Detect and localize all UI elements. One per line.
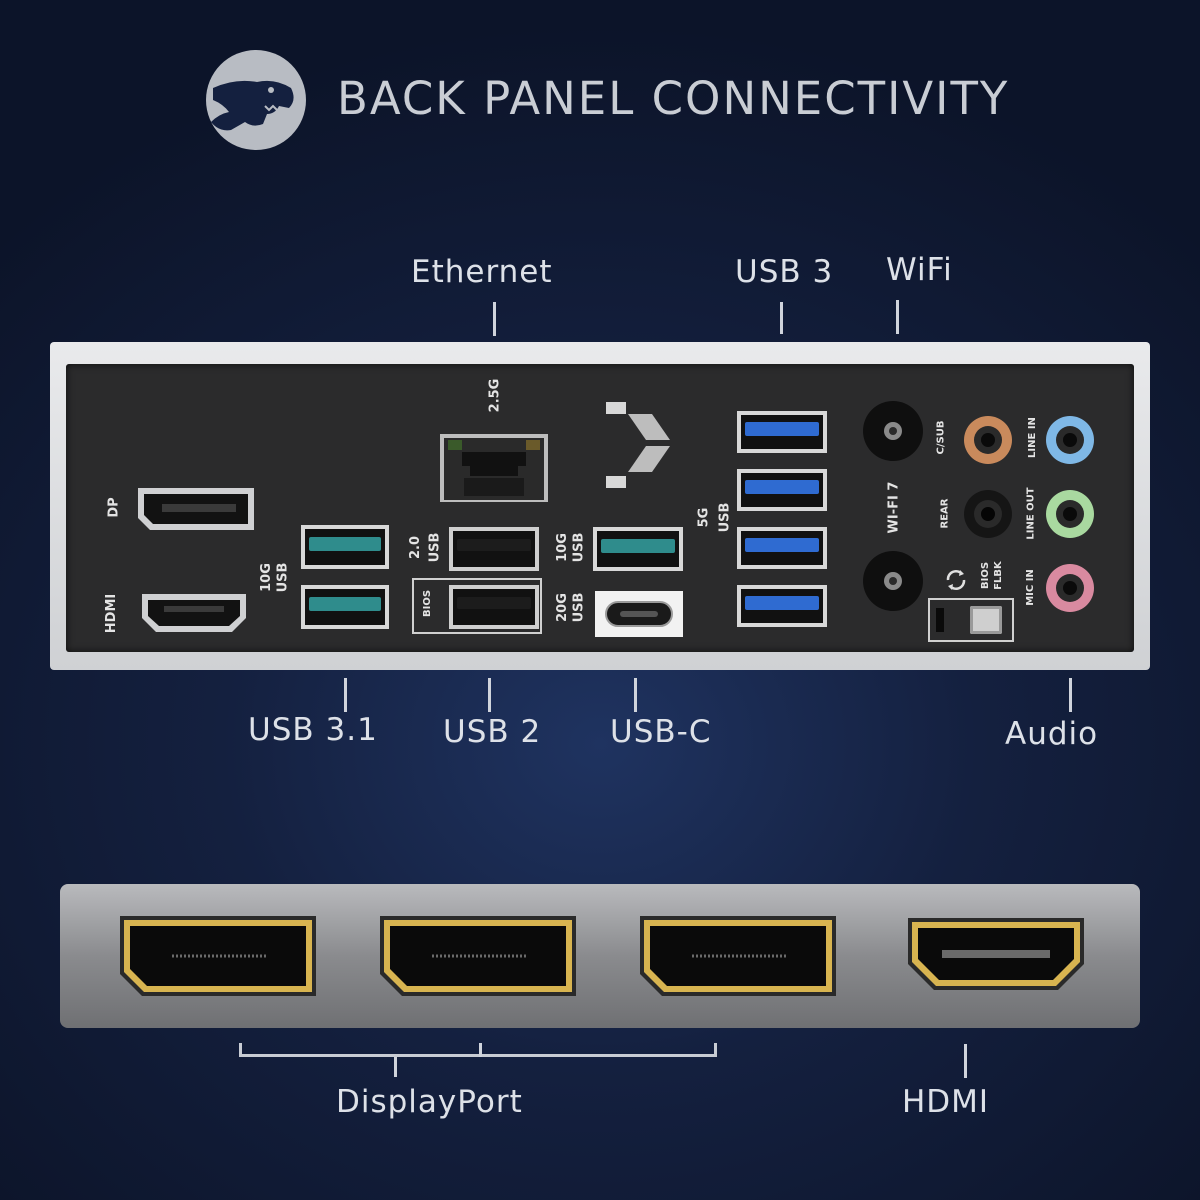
silk-usb10g-mid-b: USB [571,532,587,563]
dinosaur-logo-icon [206,50,306,150]
silk-usb20-b: USB [427,532,443,563]
silk-usb5g-b: USB [717,502,733,533]
silk-usb10g-left-b: USB [275,562,291,593]
silk-line-in: LINE IN [1026,417,1038,458]
usb31-port-top [301,525,389,569]
callout-audio: Audio [1005,716,1099,752]
brand-chevron-icon [606,402,670,488]
silk-dp: DP [106,497,122,518]
silk-usb5g-a: 5G [696,507,712,528]
displayport-connector-1 [120,916,316,996]
tick-dp-label [394,1057,397,1077]
tick-wifi [896,300,899,334]
displayport-connector-3 [640,916,836,996]
bios-port-frame [412,578,542,634]
silk-line-out: LINE OUT [1025,487,1037,540]
silk-bios-flbk-b: FLBK [992,561,1004,590]
hdmi-port-icon [142,594,246,632]
ethernet-port-icon [440,434,548,502]
silk-bios-flbk-a: BIOS [980,561,992,590]
displayport-connector-2 [380,916,576,996]
tick-usb31 [344,678,347,712]
silk-rear: REAR [939,498,951,529]
silk-usb20g-b: USB [571,592,587,623]
clear-cmos-pinhole [936,608,944,632]
usb3-port-2 [737,469,827,511]
silk-bios: BIOS [422,589,434,618]
silk-usb20-a: 2.0 [408,535,424,560]
silk-usb10g-mid-a: 10G [554,533,570,562]
callout-usbc: USB-C [610,714,712,750]
silk-csub: C/SUB [935,420,947,455]
hdmi-connector [908,918,1084,990]
callout-usb3: USB 3 [735,254,834,290]
audio-rear-jack [964,490,1012,538]
tick-usbc [634,678,637,712]
silk-wifi7: WI-FI 7 [886,481,902,534]
usb31-port-bottom [301,585,389,629]
audio-line-in-jack [1046,416,1094,464]
silk-lan-speed: 2.5G [487,378,503,413]
usb3-port-1 [737,411,827,453]
usb2-port-bottom [449,585,539,629]
tick-usb3 [780,302,783,334]
callout-usb2: USB 2 [443,714,542,750]
silk-usb10g-left-a: 10G [258,563,274,592]
callout-ethernet: Ethernet [411,254,553,290]
usb-c-port-icon [595,591,683,637]
callout-wifi: WiFi [886,252,953,288]
tick-audio [1069,678,1072,712]
refresh-icon [946,570,966,590]
page-title: BACK PANEL CONNECTIVITY [337,72,1010,125]
tick-usb2 [488,678,491,712]
bios-flashback-button[interactable] [970,606,1002,634]
displayport-bracket [239,1043,717,1057]
audio-csub-jack [964,416,1012,464]
silk-hdmi: HDMI [104,593,120,634]
usb10g-port [593,527,683,571]
tick-dp-middle [479,1043,482,1057]
tick-hdmi [964,1044,967,1078]
silk-mic-in: MIC IN [1024,569,1036,606]
usb2-port-top [449,527,539,571]
callout-usb31: USB 3.1 [248,712,378,748]
silk-usb20g-a: 20G [554,593,570,622]
usb3-port-3 [737,527,827,569]
displayport-port-icon [138,488,254,530]
tick-ethernet [493,302,496,336]
callout-displayport: DisplayPort [336,1084,523,1120]
wifi-antenna-bottom-icon [863,551,923,611]
audio-line-out-jack [1046,490,1094,538]
bios-flashback-frame [928,598,1014,642]
usb3-port-4 [737,585,827,627]
audio-mic-in-jack [1046,564,1094,612]
callout-hdmi: HDMI [902,1084,990,1120]
wifi-antenna-top-icon [863,401,923,461]
